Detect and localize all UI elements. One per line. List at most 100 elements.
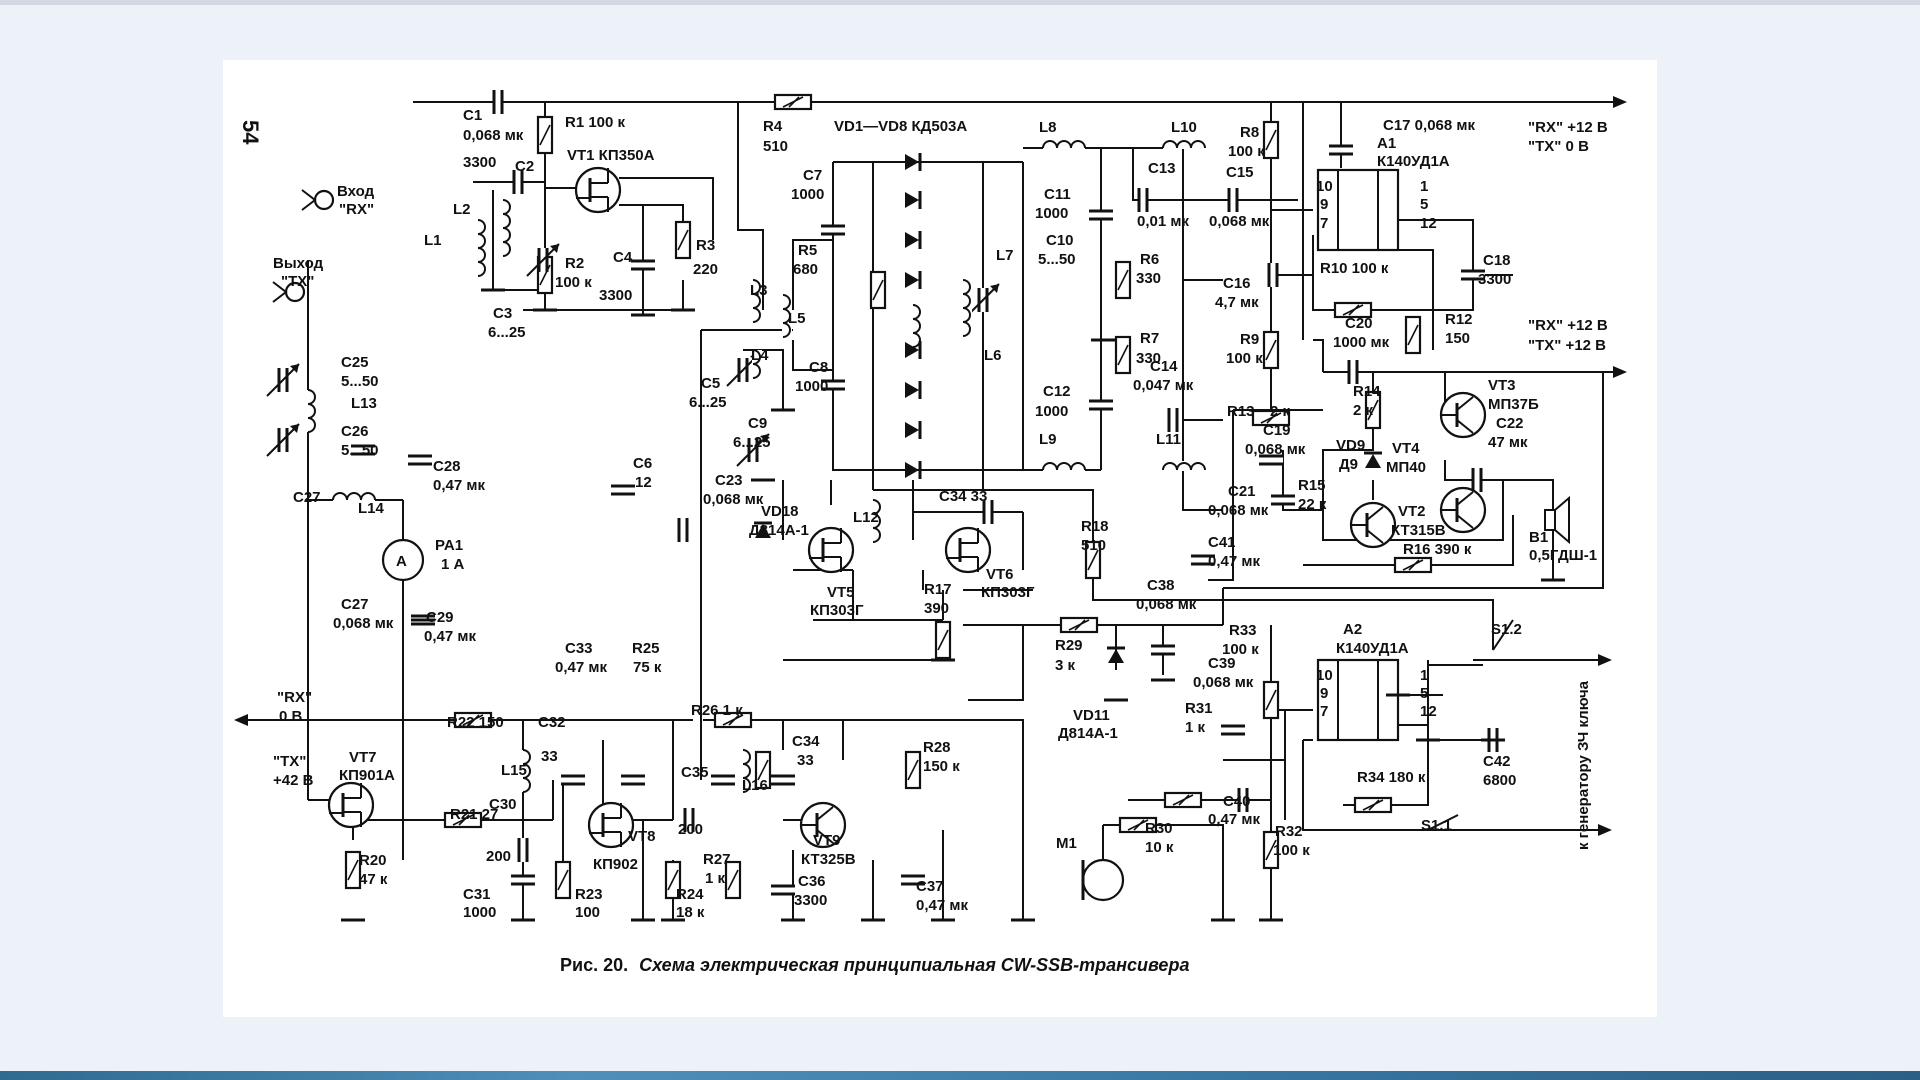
vertical-label-key-generator: к генератору ЗЧ ключа [1575, 680, 1592, 850]
component-label: 47 мк [1488, 434, 1528, 451]
component-label: L13 [351, 395, 377, 412]
capacitor-c28 [408, 454, 432, 466]
component-label: 150 [1445, 330, 1470, 347]
component-label: МП40 [1386, 459, 1426, 476]
transistor-vt1 [574, 166, 622, 214]
component-label: 3 к [1055, 657, 1076, 674]
component-label: КТ315В [1391, 522, 1446, 539]
ammeter-pa1: A [381, 538, 425, 582]
caption-prefix: Рис. 20. [560, 955, 628, 975]
component-label: R22 150 [447, 714, 504, 731]
component-label: A2 [1343, 621, 1362, 638]
variable-arrow [966, 283, 1000, 317]
capacitor-c39 [1221, 724, 1245, 736]
component-label: 100 к [1226, 350, 1263, 367]
component-label: "RX" +12 В [1528, 119, 1608, 136]
component-label: C11 [1044, 186, 1071, 203]
component-label: C2 [515, 158, 534, 175]
component-label: R28 [923, 739, 951, 756]
resistor-r33 [1262, 680, 1280, 720]
taskbar [0, 1071, 1920, 1080]
capacitor-215 [1267, 263, 1279, 287]
component-label: 100 к [1228, 143, 1265, 160]
component-label: 12 [635, 474, 652, 491]
inductor-l15 [522, 749, 532, 793]
capacitor-c17 [1329, 144, 1353, 156]
component-label: 0,068 мк [463, 127, 524, 144]
component-label: VT6 [986, 566, 1014, 583]
resistor-r26 [713, 711, 753, 729]
diode-vd1 [905, 153, 922, 171]
component-label: R33 [1229, 622, 1257, 639]
component-label: C34 33 [939, 488, 987, 505]
component-label: R8 [1240, 124, 1259, 141]
capacitor-c31 [511, 874, 535, 886]
transistor-vt4 [1439, 486, 1487, 534]
switch-s1-1 [1427, 814, 1459, 831]
capacitor-c18 [1461, 269, 1485, 281]
capacitor-c7 [821, 224, 845, 236]
resistor-r16 [1393, 556, 1433, 574]
resistor-r20 [344, 850, 362, 890]
component-label: L10 [1171, 119, 1197, 136]
capacitor-740 [1237, 788, 1249, 812]
components: A [266, 90, 1570, 922]
component-label: 0,068 мк [1245, 441, 1306, 458]
component-label: R6 [1140, 251, 1159, 268]
component-label: 18 к [676, 904, 705, 921]
capacitor-790 [517, 838, 529, 862]
microphone-m1 [1081, 858, 1125, 902]
component-label: КП303Г [981, 584, 1035, 601]
resistor-r13 [1251, 409, 1291, 427]
inductor-l11 [1162, 461, 1206, 471]
component-label: КП303Г [810, 602, 864, 619]
component-label: B1 [1529, 529, 1548, 546]
component-label: R31 [1185, 700, 1213, 717]
input-rx-connector [301, 189, 335, 211]
component-label: 47 к [359, 871, 388, 888]
component-label: 0,068 мк [1136, 596, 1197, 613]
component-label: C33 [565, 640, 593, 657]
variable-arrow [266, 423, 300, 457]
component-label: C27 [293, 489, 321, 506]
capacitor-140 [1227, 188, 1239, 212]
transistor-vt6 [944, 526, 992, 574]
component-label: 1 к [705, 870, 726, 887]
page-number: 54 [238, 120, 263, 145]
component-label: 1000 [791, 186, 824, 203]
component-label: 6...25 [689, 394, 727, 411]
variable-arrow [526, 243, 560, 277]
component-label: "TX" [273, 753, 306, 770]
component-label: 1 А [441, 556, 465, 573]
component-label: 5 [1420, 196, 1428, 213]
resistor-r1 [536, 115, 554, 155]
component-label: C42 [1483, 753, 1511, 770]
capacitor-c4 [631, 259, 655, 271]
component-label: 0,01 мк [1137, 213, 1189, 230]
component-label: VD11 [1073, 707, 1110, 724]
component-label: L14 [358, 500, 385, 517]
component-label: C19 [1263, 422, 1291, 439]
resistor-r8 [1262, 120, 1280, 160]
component-label: Вход [337, 183, 375, 200]
component-label: "RX" +12 В [1528, 317, 1608, 334]
resistor-r4 [773, 93, 813, 111]
capacitor-452 [982, 500, 994, 524]
capacitor-140 [1137, 188, 1149, 212]
component-label: R14 [1353, 383, 1381, 400]
component-label: R27 [703, 851, 731, 868]
component-label: S1.2 [1491, 621, 1522, 638]
component-label: C38 [1147, 577, 1175, 594]
component-label: 1000 [795, 378, 828, 395]
diode-vd2 [905, 191, 922, 209]
inductor-l1 [477, 219, 487, 277]
component-label: L1 [424, 232, 442, 249]
component-label: 0,47 мк [433, 477, 485, 494]
component-label: VT9 [813, 832, 841, 849]
capacitor-360 [1167, 408, 1179, 432]
inductor-l12 [872, 499, 882, 543]
component-label: L6 [984, 347, 1002, 364]
component-label: 3300 [1478, 271, 1511, 288]
component-label: КТ325В [801, 851, 856, 868]
